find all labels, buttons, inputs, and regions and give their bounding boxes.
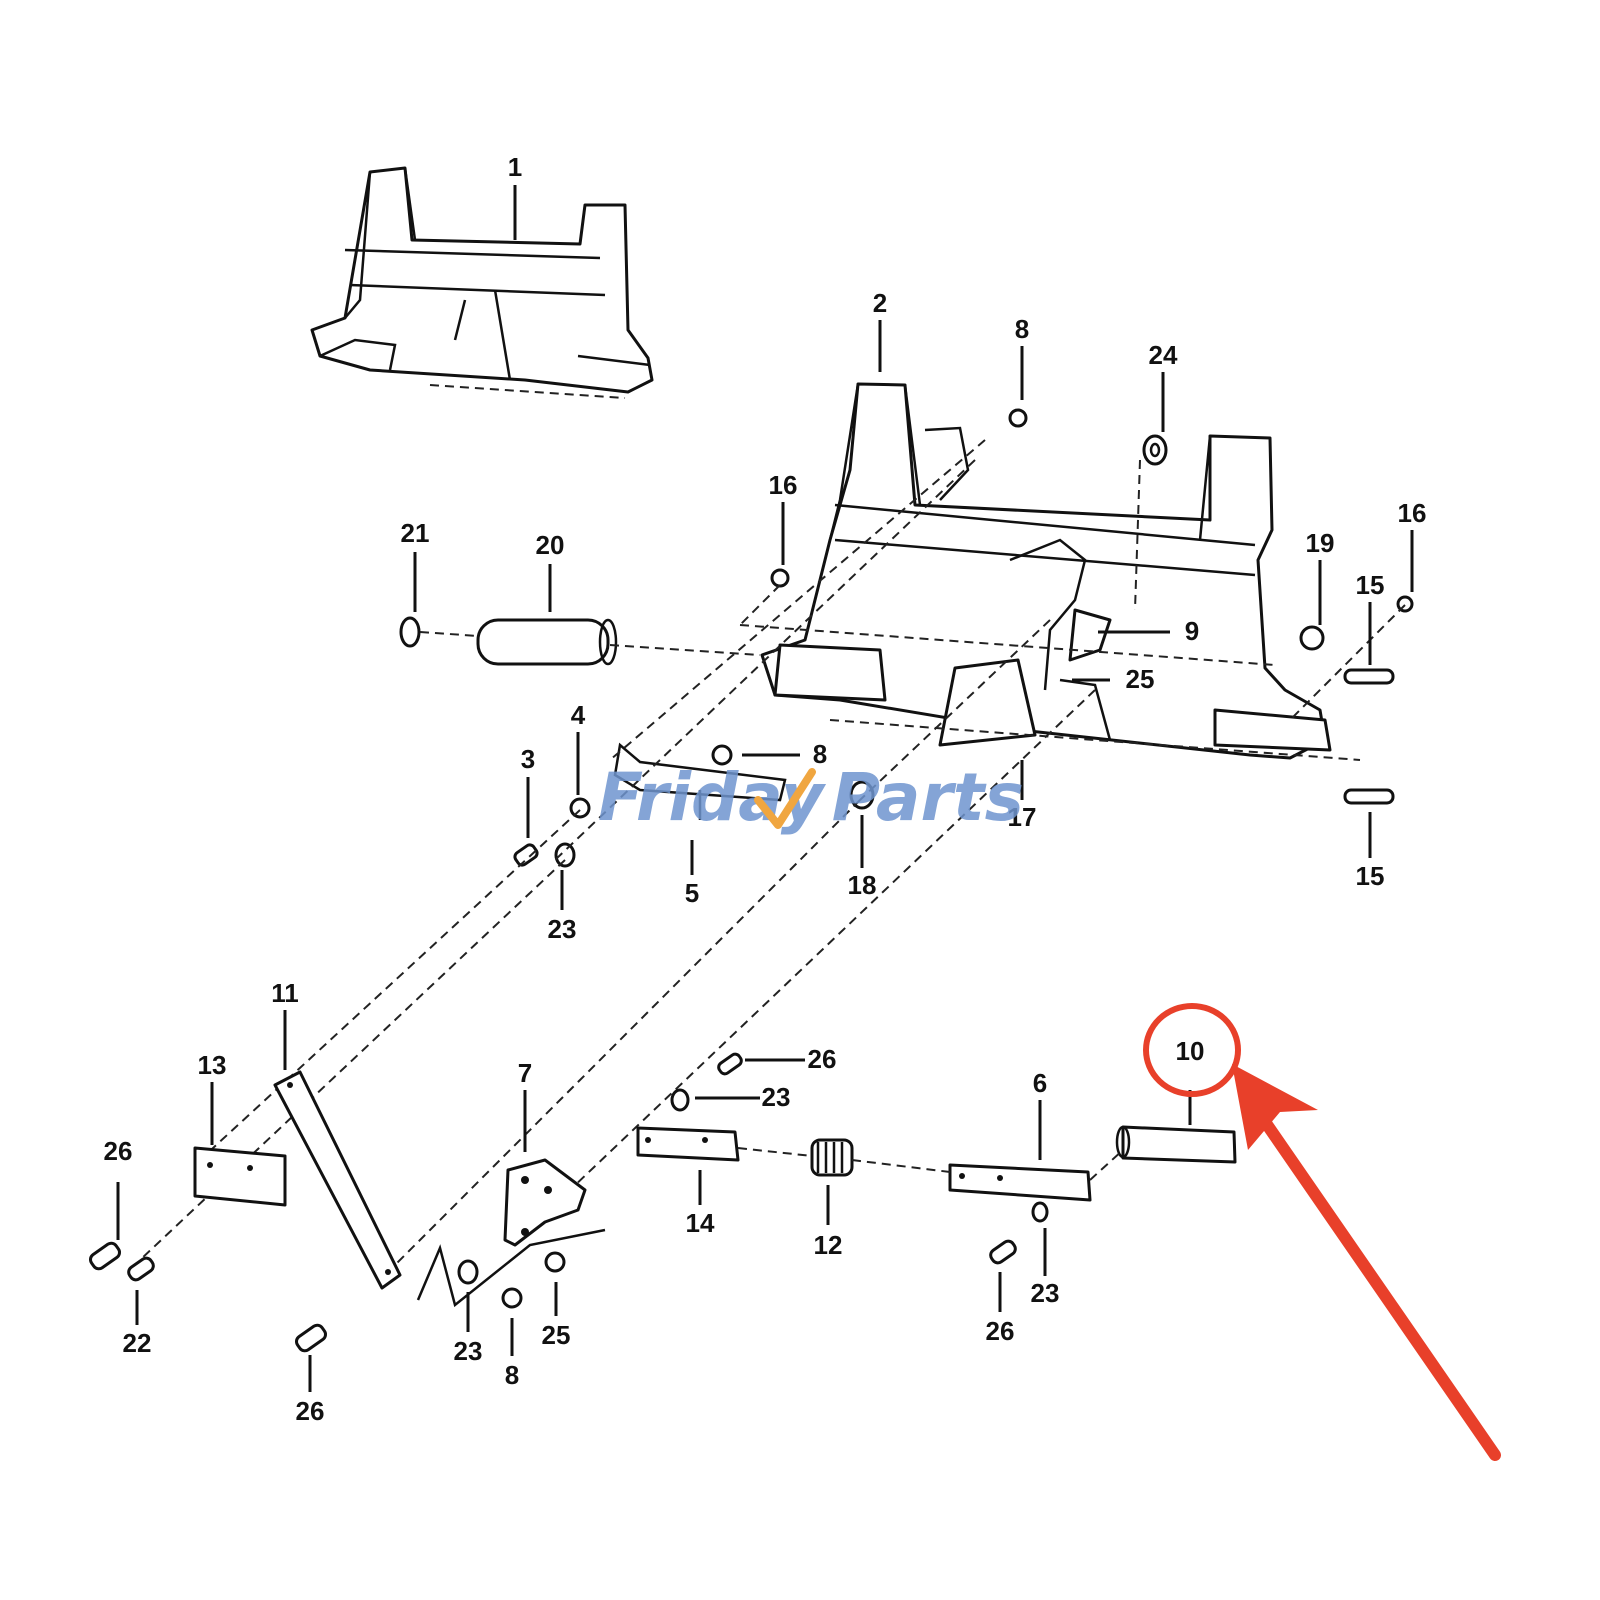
callout-13: 13 bbox=[198, 1050, 227, 1080]
part-11-bar bbox=[273, 1070, 402, 1290]
callout-16-left: 16 bbox=[769, 470, 798, 500]
callout-labels: 1 2 8 24 16 16 19 15 15 21 20 9 25 17 4 … bbox=[104, 152, 1427, 1426]
callout-3: 3 bbox=[521, 744, 535, 774]
highlight-circle bbox=[1143, 1003, 1241, 1097]
callout-22: 22 bbox=[123, 1328, 152, 1358]
part-24-washer bbox=[1142, 434, 1168, 466]
part-10-latch-pin bbox=[1115, 1125, 1237, 1164]
callout-14: 14 bbox=[686, 1208, 715, 1238]
callout-9: 9 bbox=[1185, 616, 1199, 646]
callout-23-upper: 23 bbox=[548, 914, 577, 944]
callout-15-lower: 15 bbox=[1356, 861, 1385, 891]
part-16-nut-left bbox=[770, 568, 790, 588]
watermark-brand-part2: Parts bbox=[832, 759, 1024, 836]
part-23-spacer-mid bbox=[670, 1088, 690, 1112]
part-4-washer bbox=[569, 797, 591, 819]
part-8-nut-mid bbox=[711, 744, 733, 766]
callout-16-right: 16 bbox=[1398, 498, 1427, 528]
highlight-arrow-shaft bbox=[1244, 1094, 1501, 1461]
callout-4: 4 bbox=[571, 700, 586, 730]
callout-25-upper: 25 bbox=[1126, 664, 1155, 694]
callout-10: 10 bbox=[1176, 1036, 1205, 1066]
part-15-pin-lower bbox=[1343, 788, 1395, 805]
callout-11: 11 bbox=[271, 978, 299, 1008]
part-3-bolt bbox=[513, 843, 539, 867]
callout-1: 1 bbox=[508, 152, 522, 182]
part-26-bolt-right bbox=[989, 1239, 1017, 1265]
part-26-bolt-far-left bbox=[88, 1241, 122, 1271]
callout-19: 19 bbox=[1306, 528, 1335, 558]
part-5-lever bbox=[613, 742, 787, 820]
part-1-frame bbox=[310, 166, 654, 399]
part-25-nut-lower bbox=[544, 1251, 566, 1273]
highlight-annotation bbox=[1143, 1003, 1501, 1461]
callout-23-right: 23 bbox=[1031, 1278, 1060, 1308]
highlight-arrow-head bbox=[1232, 1064, 1318, 1150]
callout-5: 5 bbox=[685, 878, 699, 908]
callout-15-upper: 15 bbox=[1356, 570, 1385, 600]
part-23-spacer-lower-left bbox=[457, 1259, 479, 1285]
callout-17: 17 bbox=[1008, 802, 1037, 832]
callout-20: 20 bbox=[536, 530, 565, 560]
callout-23-lower-left: 23 bbox=[454, 1336, 483, 1366]
part-22-bolt bbox=[127, 1256, 155, 1282]
callout-2: 2 bbox=[873, 288, 887, 318]
leader-lines bbox=[116, 185, 1414, 1392]
callout-26-right: 26 bbox=[986, 1316, 1015, 1346]
watermark-check-icon bbox=[754, 768, 816, 829]
part-23-spacer-upper bbox=[554, 842, 576, 868]
part-26-bolt-mid bbox=[717, 1052, 743, 1076]
part-23-spacer-right bbox=[1031, 1201, 1049, 1223]
part-8-nut-lower bbox=[501, 1287, 523, 1309]
callout-8-upper: 8 bbox=[1015, 314, 1029, 344]
callout-26-mid: 26 bbox=[808, 1044, 837, 1074]
callout-25-lower: 25 bbox=[542, 1320, 571, 1350]
callout-12: 12 bbox=[814, 1230, 843, 1260]
callout-21: 21 bbox=[401, 518, 430, 548]
callout-23-mid: 23 bbox=[762, 1082, 791, 1112]
watermark-brand-part1: Friday bbox=[598, 759, 827, 836]
callout-18: 18 bbox=[848, 870, 877, 900]
part-19-ring bbox=[1299, 625, 1325, 651]
part-7-bracket bbox=[416, 1158, 606, 1308]
callout-6: 6 bbox=[1033, 1068, 1047, 1098]
part-26-bolt-left bbox=[294, 1323, 328, 1353]
part-12-spring bbox=[810, 1138, 854, 1177]
part-2-coupler-frame bbox=[739, 382, 1361, 761]
callout-8-lower: 8 bbox=[505, 1360, 519, 1390]
callout-24: 24 bbox=[1149, 340, 1178, 370]
part-18-bushing bbox=[849, 780, 875, 810]
part-21-ring bbox=[399, 616, 421, 648]
callout-26-far-left: 26 bbox=[104, 1136, 133, 1166]
part-8-nut-upper bbox=[1008, 408, 1028, 428]
part-14-link bbox=[636, 1126, 740, 1162]
callout-7: 7 bbox=[518, 1058, 532, 1088]
part-13-plate bbox=[193, 1146, 287, 1207]
callout-8-mid: 8 bbox=[813, 739, 827, 769]
callout-26-left: 26 bbox=[296, 1396, 325, 1426]
part-6-latch-rod bbox=[948, 1163, 1092, 1202]
part-15-pin-upper bbox=[1343, 668, 1395, 685]
part-20-pin bbox=[476, 618, 618, 666]
